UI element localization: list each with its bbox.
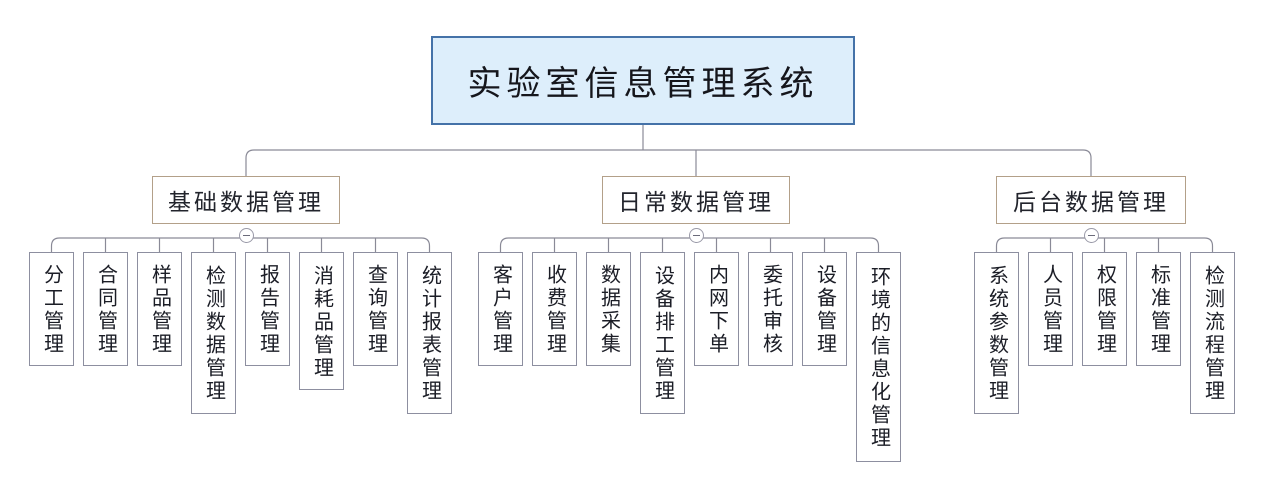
leaf-node[interactable]: 环境的信息化管理 — [856, 252, 901, 462]
group-node-label: 基础数据管理 — [168, 190, 324, 215]
leaf-node[interactable]: 设备管理 — [802, 252, 847, 366]
leaf-node-label: 内网下单 — [705, 264, 728, 356]
group-node-label: 日常数据管理 — [618, 190, 774, 215]
leaf-node-label: 环境的信息化管理 — [867, 266, 890, 450]
leaf-node[interactable]: 收费管理 — [532, 252, 577, 366]
leaf-node-label: 统计报表管理 — [418, 265, 441, 403]
collapse-minus-icon[interactable] — [238, 228, 254, 243]
leaf-node[interactable]: 分工管理 — [29, 252, 74, 366]
leaf-node-label: 检测流程管理 — [1201, 265, 1224, 403]
collapse-minus-icon[interactable] — [1083, 228, 1099, 243]
leaf-node[interactable]: 检测流程管理 — [1190, 252, 1235, 414]
leaf-node-label: 检测数据管理 — [202, 265, 225, 403]
group-node[interactable]: 后台数据管理 — [996, 176, 1186, 224]
leaf-node-label: 人员管理 — [1039, 264, 1062, 356]
leaf-node-label: 分工管理 — [40, 264, 63, 356]
leaf-node[interactable]: 查询管理 — [353, 252, 398, 366]
leaf-node-label: 标准管理 — [1147, 264, 1170, 356]
leaf-node-label: 样品管理 — [148, 264, 171, 356]
leaf-node[interactable]: 数据采集 — [586, 252, 631, 366]
leaf-node-label: 委托审核 — [759, 264, 782, 356]
leaf-node[interactable]: 报告管理 — [245, 252, 290, 366]
leaf-node-label: 设备管理 — [813, 264, 836, 356]
leaf-node-label: 权限管理 — [1093, 264, 1116, 356]
root-node[interactable]: 实验室信息管理系统 — [431, 36, 855, 125]
leaf-node[interactable]: 内网下单 — [694, 252, 739, 366]
leaf-node[interactable]: 消耗品管理 — [299, 252, 344, 390]
root-node-label: 实验室信息管理系统 — [467, 66, 819, 103]
leaf-node[interactable]: 标准管理 — [1136, 252, 1181, 366]
leaf-node[interactable]: 人员管理 — [1028, 252, 1073, 366]
leaf-node-label: 合同管理 — [94, 264, 117, 356]
minus-glyph — [242, 235, 250, 236]
collapse-minus-icon[interactable] — [688, 228, 704, 243]
leaf-node[interactable]: 委托审核 — [748, 252, 793, 366]
group-node[interactable]: 基础数据管理 — [152, 176, 340, 224]
leaf-node[interactable]: 设备排工管理 — [640, 252, 685, 414]
leaf-node-label: 客户管理 — [489, 264, 512, 356]
leaf-node[interactable]: 合同管理 — [83, 252, 128, 366]
group-node[interactable]: 日常数据管理 — [602, 176, 790, 224]
leaf-node[interactable]: 检测数据管理 — [191, 252, 236, 414]
leaf-node-label: 系统参数管理 — [985, 265, 1008, 403]
leaf-node-label: 收费管理 — [543, 264, 566, 356]
minus-glyph — [1087, 235, 1095, 236]
leaf-node-label: 数据采集 — [597, 264, 620, 356]
leaf-node-label: 查询管理 — [364, 264, 387, 356]
leaf-node-label: 报告管理 — [256, 264, 279, 356]
leaf-node[interactable]: 统计报表管理 — [407, 252, 452, 414]
leaf-node[interactable]: 客户管理 — [478, 252, 523, 366]
leaf-node[interactable]: 权限管理 — [1082, 252, 1127, 366]
leaf-node-label: 设备排工管理 — [651, 265, 674, 403]
group-node-label: 后台数据管理 — [1013, 190, 1169, 215]
minus-glyph — [692, 235, 700, 236]
leaf-node[interactable]: 系统参数管理 — [974, 252, 1019, 414]
leaf-node[interactable]: 样品管理 — [137, 252, 182, 366]
leaf-node-label: 消耗品管理 — [310, 264, 333, 380]
